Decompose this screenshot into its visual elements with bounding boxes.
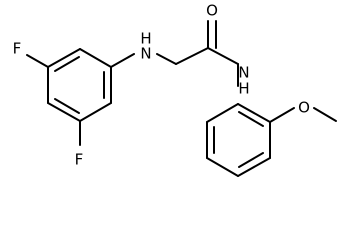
methoxy-bond xyxy=(269,107,295,123)
amine-h-label: H xyxy=(140,30,151,48)
ring-bond xyxy=(237,103,271,123)
ring-bond xyxy=(47,102,81,122)
methoxy-oxygen-label: O xyxy=(298,99,310,117)
amine-n-label: N xyxy=(140,45,151,63)
ring-bond xyxy=(79,48,112,68)
fluorine-label: F xyxy=(13,40,22,58)
chain-bond xyxy=(175,47,209,65)
ring-double-bond xyxy=(238,152,264,168)
amide-h-label: H xyxy=(238,80,249,98)
n-h-bond xyxy=(110,53,135,68)
fluorine-bond xyxy=(26,54,49,68)
ring-bond xyxy=(237,157,271,177)
ring-double-bond xyxy=(238,111,264,127)
fluorine-label: F xyxy=(75,151,84,169)
carbonyl-oxygen-label: O xyxy=(206,2,218,20)
molecule-diagram: F F H N O N H O xyxy=(13,2,337,177)
methoxy-bond xyxy=(313,107,337,122)
n-h-bond xyxy=(156,53,177,65)
ring-bond xyxy=(206,103,239,123)
ring-bond xyxy=(47,48,81,68)
amide-bond xyxy=(207,47,239,65)
ring-bond xyxy=(206,157,239,177)
ring-bond xyxy=(79,102,112,122)
molecule-canvas: F F H N O N H O xyxy=(12,1,337,177)
amide-n-label: N xyxy=(238,64,249,82)
ring-double-bond xyxy=(54,56,80,72)
ring-double-bond xyxy=(54,98,80,114)
